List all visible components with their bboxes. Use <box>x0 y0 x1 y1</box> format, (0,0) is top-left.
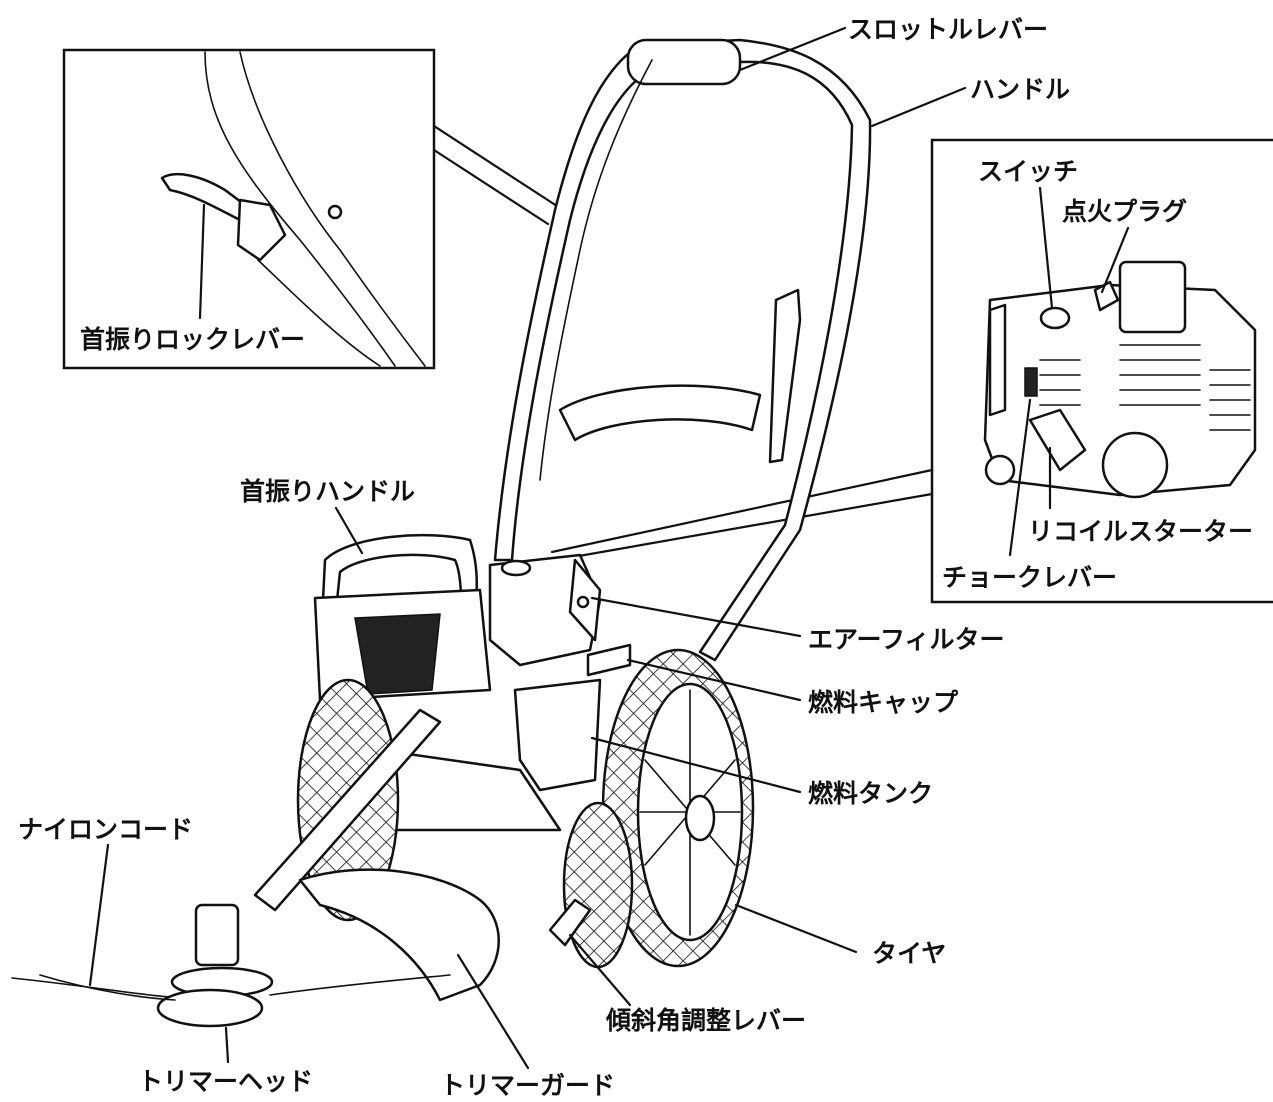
callout-right-lower <box>554 492 934 562</box>
inset-frame-tube-1 <box>204 51 396 367</box>
leader-trimmer-guard <box>456 953 530 1070</box>
throttle-cable <box>539 59 653 481</box>
leader-spark-plug <box>1100 226 1130 294</box>
label-swing-handle: 首振りハンドル <box>240 477 415 506</box>
drive-shaft <box>253 708 442 912</box>
engine-side-plate <box>988 303 1007 417</box>
front-panel-window <box>354 613 441 695</box>
leader-nylon-cord <box>88 843 110 987</box>
inset-swing-lock: 首振りロックレバー <box>62 48 562 370</box>
choke-lever-shape <box>1024 367 1038 397</box>
leader-trimmer-head <box>224 1026 230 1064</box>
label-fuel-tank: 燃料タンク <box>808 779 933 808</box>
label-air-filter: エアーフィルター <box>808 625 1005 654</box>
leader-air-filter <box>590 596 802 638</box>
fuel-primer <box>984 454 1016 486</box>
label-tilt-adjust-lever: 傾斜角調整レバー <box>605 1006 806 1035</box>
label-handle: ハンドル <box>970 75 1070 104</box>
label-trimmer-head: トリマーヘッド <box>138 1067 313 1096</box>
engine-top-cover <box>1118 260 1187 334</box>
leader-switch <box>1038 186 1054 310</box>
side-bar <box>768 288 802 464</box>
inset-bolt <box>327 204 343 220</box>
trimmer-motor-housing <box>194 903 240 967</box>
swing-lock-bracket <box>236 198 287 262</box>
nylon-cord-right <box>269 974 451 996</box>
leader-throttle-lever <box>738 26 847 72</box>
switch-button <box>1039 306 1071 330</box>
leader-tire <box>734 903 858 954</box>
handle-lower-loop <box>558 384 762 442</box>
side-fins <box>1209 369 1251 431</box>
recoil-pulley <box>1101 431 1169 499</box>
inset-cable <box>257 259 381 367</box>
leader-tilt-adjust <box>568 933 632 1007</box>
engine-cap-top <box>500 559 532 577</box>
main-machine <box>11 38 872 1028</box>
nylon-cord-left-1 <box>11 977 171 998</box>
label-tire: タイヤ <box>872 939 946 968</box>
label-spark-plug: 点火プラグ <box>1062 197 1187 226</box>
callout-right-upper <box>550 468 934 554</box>
leader-swing-handle <box>334 506 364 555</box>
label-recoil-starter: リコイルスターター <box>1028 517 1253 546</box>
labels-main: スロットルレバー ハンドル 首振りハンドル エアーフィルター 燃料キャップ 燃料… <box>18 15 1070 1100</box>
air-filter-knob <box>576 595 590 609</box>
inset-engine: スイッチ 点火プラグ リコイルスターター チョークレバー <box>550 138 1273 604</box>
inset-frame-tube-2 <box>239 51 426 367</box>
small-wheel <box>562 801 634 969</box>
label-throttle-lever: スロットルレバー <box>848 15 1048 44</box>
nylon-cord-left-2 <box>39 974 176 1001</box>
main-wheel-hub <box>684 794 716 842</box>
callout-left-upper <box>432 124 562 210</box>
leader-fuel-cap <box>626 658 802 702</box>
carb-fins <box>1039 359 1081 406</box>
leader-choke-lever <box>1008 398 1032 557</box>
label-fuel-cap: 燃料キャップ <box>808 688 959 717</box>
cooling-fins <box>1119 344 1201 406</box>
label-swing-lock-lever: 首振りロックレバー <box>80 325 305 354</box>
leader-swing-lock-lever <box>198 203 206 320</box>
label-trimmer-guard: トリマーガード <box>440 1071 615 1100</box>
tilt-adjust-lever-shape <box>548 898 592 947</box>
label-switch: スイッチ <box>978 157 1078 186</box>
leader-fuel-tank <box>590 736 802 794</box>
trimmer-guard-shape <box>298 868 500 1002</box>
fuel-tank-shape <box>513 678 602 792</box>
trimmer-head-spool <box>156 988 264 1028</box>
label-choke-lever: チョークレバー <box>942 563 1117 592</box>
handle-grip <box>626 38 742 86</box>
leader-handle <box>870 86 967 128</box>
leaders-main <box>88 26 967 1070</box>
label-nylon-cord: ナイロンコード <box>18 815 193 844</box>
callout-left-lower <box>432 148 550 226</box>
fuel-cap-shape <box>586 643 632 677</box>
